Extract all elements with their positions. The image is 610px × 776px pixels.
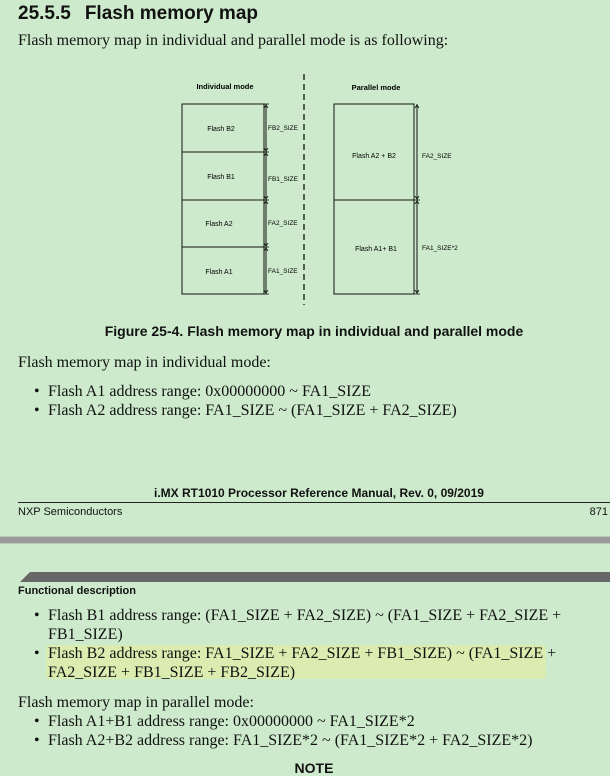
size-label: FA1_SIZE [268, 268, 298, 275]
list-item: Flash B1 address range: (FA1_SIZE + FA2_… [34, 606, 561, 644]
page-header-label: Functional description [18, 585, 136, 597]
individual-mode-label: Individual mode [196, 82, 253, 91]
parallel-mode-label: Parallel mode [352, 83, 401, 92]
block-label: Flash A1 [205, 269, 232, 276]
footer-page-number: 871 [589, 506, 608, 518]
dimension-arrows [263, 103, 269, 295]
figure-caption: Figure 25-4. Flash memory map in individ… [104, 323, 524, 339]
block-flash-a1-b1 [333, 199, 415, 295]
list-item: Flash A1+B1 address range: 0x00000000 ~ … [34, 712, 532, 731]
intro-paragraph: Flash memory map in individual and paral… [18, 32, 449, 49]
size-label: FB1_SIZE [268, 176, 299, 183]
footer-divider [18, 502, 610, 503]
section-number: 25.5.5 [18, 3, 71, 24]
list-item-line: FA2_SIZE + FB1_SIZE + FB2_SIZE) [48, 664, 296, 681]
individual-blocks: Flash B2 Flash B1 Flash A2 Flash A1 FB2_… [181, 103, 299, 295]
section-title: Flash memory map [84, 3, 258, 24]
list-item: Flash A2+B2 address range: FA1_SIZE*2 ~ … [34, 731, 532, 750]
list-item-highlighted: Flash B2 address range: FA1_SIZE + FA2_S… [34, 644, 561, 682]
dimension-arrows [414, 104, 420, 295]
list-item-line: Flash B1 address range: (FA1_SIZE + FA2_… [48, 607, 562, 624]
note-heading: NOTE [294, 760, 334, 776]
individual-mode-list: Flash A1 address range: 0x00000000 ~ FA1… [34, 382, 457, 420]
flash-memory-map-figure: Individual mode Parallel mode Flash B2 F… [181, 74, 458, 305]
block-label: Flash A2 + B2 [352, 153, 396, 160]
section-heading: 25.5.5 Flash memory map [18, 3, 258, 25]
size-label: FB2_SIZE [268, 125, 299, 132]
block-label: Flash B1 [207, 174, 235, 181]
size-label: FA2_SIZE [422, 153, 452, 160]
footer-company: NXP Semiconductors [18, 506, 123, 518]
page-separator [0, 536, 610, 544]
parallel-mode-heading: Flash memory map in parallel mode: [18, 694, 254, 711]
block-label: Flash B2 [207, 126, 235, 133]
block-flash-a1 [181, 246, 265, 295]
list-item-line: FB1_SIZE) [48, 626, 123, 643]
block-label: Flash A2 [205, 221, 232, 228]
footer-title: i.MX RT1010 Processor Reference Manual, … [154, 486, 484, 500]
page-header-bar [20, 572, 610, 582]
list-item: Flash A1 address range: 0x00000000 ~ FA1… [34, 382, 457, 401]
block-flash-a2-b2 [333, 103, 415, 201]
size-label: FA2_SIZE [268, 220, 298, 227]
size-label: FA1_SIZE*2 [422, 245, 458, 252]
list-item: Flash A2 address range: FA1_SIZE ~ (FA1_… [34, 401, 457, 420]
individual-mode-list-continued: Flash B1 address range: (FA1_SIZE + FA2_… [34, 606, 561, 682]
block-label: Flash A1+ B1 [355, 246, 397, 253]
parallel-mode-list: Flash A1+B1 address range: 0x00000000 ~ … [34, 712, 532, 750]
individual-mode-heading: Flash memory map in individual mode: [18, 354, 271, 371]
list-item-line: Flash B2 address range: FA1_SIZE + FA2_S… [48, 645, 557, 662]
parallel-blocks: Flash A2 + B2 Flash A1+ B1 FA2_SIZE FA1_… [333, 103, 458, 295]
